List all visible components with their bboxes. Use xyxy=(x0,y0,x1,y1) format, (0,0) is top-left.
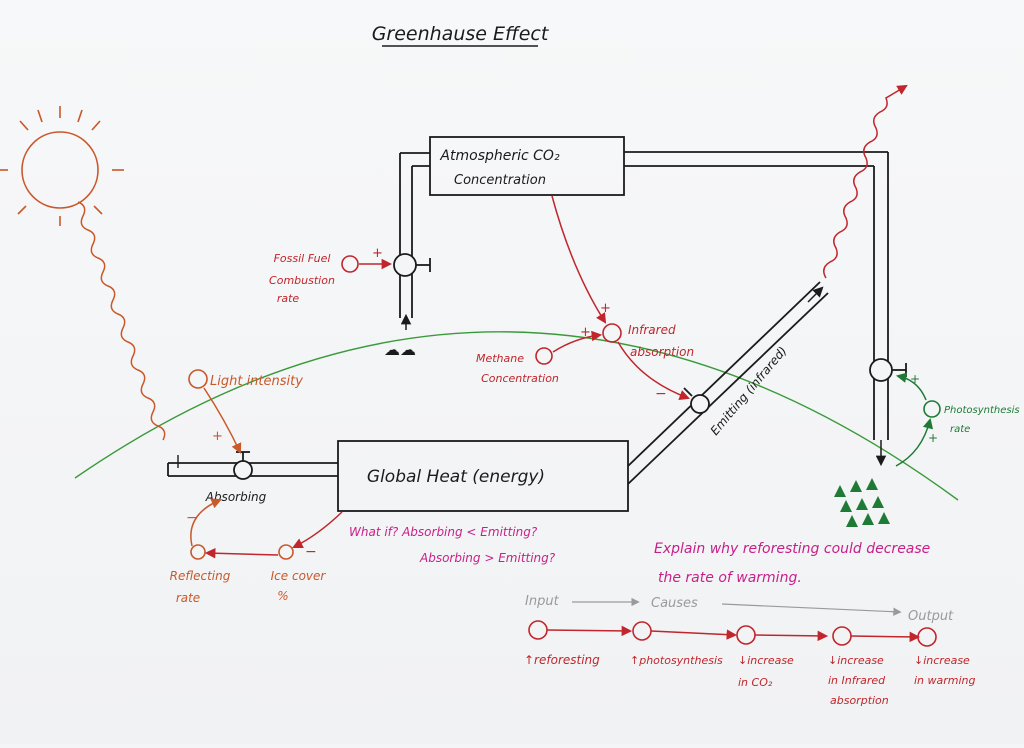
methane-link-arrow xyxy=(552,330,603,353)
photo-valve-link-sign: + xyxy=(910,372,920,386)
co2-stock-label-line1: Atmospheric CO₂ xyxy=(439,148,560,164)
chain-step-4-line3: absorption xyxy=(830,694,889,707)
photo-label-line2: rate xyxy=(950,424,970,435)
chain-steps: ↑reforesting ↑photosynthesis ↓increase i… xyxy=(524,620,976,707)
light-label: Light intensity xyxy=(210,374,303,389)
emitting-valve-icon xyxy=(683,387,710,414)
methane-link-sign: + xyxy=(580,325,591,340)
heat-stock-label: Global Heat (energy) xyxy=(367,467,545,487)
photo-node xyxy=(923,400,941,418)
fossil-label-line1: Fossil Fuel xyxy=(274,252,331,265)
chain-node-4 xyxy=(832,626,852,646)
chain-causes-label: Causes xyxy=(651,596,698,611)
forest-trees-icon xyxy=(834,478,890,527)
fossil-label-line2: Combustion xyxy=(269,274,335,287)
absorbing-inflow-pipe xyxy=(167,462,338,477)
fossil-inflow-pipe xyxy=(399,152,430,318)
reflect-label-line1: Reflecting xyxy=(170,569,231,583)
trees-photo-link-sign: + xyxy=(928,431,938,445)
diagram-title: Greenhause Effect xyxy=(372,23,550,45)
co2-infrared-link-sign: + xyxy=(600,301,611,316)
emitting-outflow-pipe xyxy=(627,281,829,485)
infrared-emitting-link-sign: − xyxy=(655,386,667,402)
infrared-emitting-link-arrow xyxy=(617,341,690,400)
ice-reflect-link-arrow xyxy=(204,547,279,559)
chain-node-3 xyxy=(736,625,756,645)
chain-arrow-2 xyxy=(650,629,738,640)
infrared-node xyxy=(602,323,622,343)
ice-label-line1: Ice cover xyxy=(271,569,327,583)
sunlight-wave xyxy=(77,201,166,441)
infrared-label-line2: absorption xyxy=(630,345,694,359)
emitting-sink-arrow xyxy=(807,286,824,303)
chain-node-2 xyxy=(632,621,652,641)
chain-node-5 xyxy=(917,627,937,647)
fossil-label-line3: rate xyxy=(277,292,300,305)
chain-step-1-line1: ↑reforesting xyxy=(524,653,600,667)
fossil-node xyxy=(341,255,359,273)
co2-stock-label-line2: Concentration xyxy=(454,173,546,188)
light-absorbing-link-arrow xyxy=(203,387,242,454)
chain-step-5-line1: ↓increase xyxy=(914,654,970,667)
photo-label-line1: Photosynthesis xyxy=(944,405,1020,416)
heat-ice-link-arrow xyxy=(292,511,343,548)
chain-step-3-line2: in CO₂ xyxy=(738,676,773,689)
emitting-flow-label: Emitting (infrared) xyxy=(708,344,790,438)
co2-outflow-pipe xyxy=(624,151,889,440)
absorbing-flow-label: Absorbing xyxy=(205,490,267,504)
chain-step-4-line1: ↓increase xyxy=(828,654,884,667)
question-line1: What if? Absorbing < Emitting? xyxy=(349,525,538,539)
photosynthesis-valve-icon xyxy=(869,358,907,382)
chain-arrow-3 xyxy=(754,630,829,642)
fossil-valve-icon xyxy=(393,253,431,277)
chain-arrow-4 xyxy=(850,631,921,643)
reflect-label-line2: rate xyxy=(176,591,200,605)
chain-node-1 xyxy=(528,620,548,640)
ice-label-line2: % xyxy=(277,589,288,603)
explain-line1: Explain why reforesting could decrease xyxy=(654,541,930,557)
question-line2: Absorbing > Emitting? xyxy=(419,551,556,565)
absorbing-valve-icon xyxy=(233,451,253,480)
reflect-absorbing-link-sign: − xyxy=(186,510,198,526)
methane-node xyxy=(535,347,553,365)
infrared-label-line1: Infrared xyxy=(628,323,676,337)
outgoing-infrared-wave xyxy=(823,84,908,279)
co2-infrared-link-arrow xyxy=(551,195,607,324)
photo-valve-link-arrow xyxy=(895,372,927,401)
reflect-node xyxy=(190,544,206,560)
chain-output-label: Output xyxy=(908,609,954,624)
light-node xyxy=(188,369,208,389)
chain-arrow-1 xyxy=(546,625,633,637)
chain-step-3-line1: ↓increase xyxy=(738,654,794,667)
earth-horizon-arc xyxy=(74,331,959,501)
reflect-absorbing-link-arrow xyxy=(190,498,222,547)
methane-label-line2: Concentration xyxy=(481,372,559,385)
trees-photo-link-arrow xyxy=(895,417,934,467)
heat-ice-link-sign: − xyxy=(305,544,317,560)
light-absorbing-link-sign: + xyxy=(212,429,223,444)
chain-input-label: Input xyxy=(525,594,560,609)
methane-label-line1: Methane xyxy=(476,352,524,365)
chain-header-arrow2 xyxy=(721,603,902,616)
chain-step-2-line1: ↑photosynthesis xyxy=(630,654,723,667)
ice-node xyxy=(278,544,294,560)
explain-line2: the rate of warming. xyxy=(658,570,802,586)
sun-icon xyxy=(0,106,124,226)
fossil-link-sign: + xyxy=(372,246,383,261)
cloud-source-icon: ☁☁ xyxy=(384,340,416,359)
chain-step-4-line2: in Infrared xyxy=(828,674,886,687)
chain-step-5-line2: in warming xyxy=(914,674,976,687)
